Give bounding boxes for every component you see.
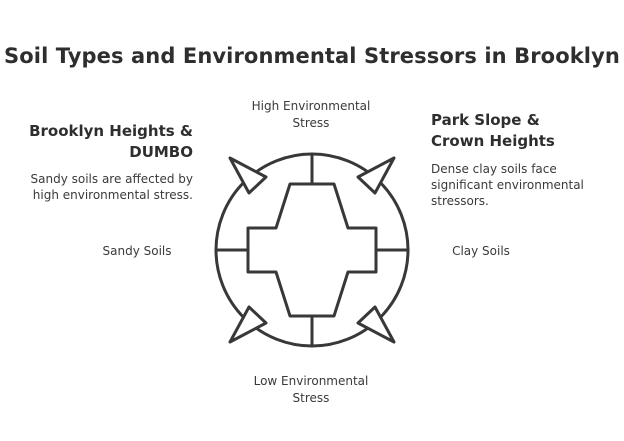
right-panel-description-line1: Dense clay soils face <box>431 162 557 176</box>
left-panel-description: Sandy soils are affected by high environ… <box>10 171 194 203</box>
axis-label-high-stress-line1: High Environmental <box>251 99 371 113</box>
right-panel-heading-line2: Crown Heights <box>431 132 555 150</box>
arrow-bottom-right <box>356 305 396 344</box>
left-panel-heading: Brooklyn Heights & DUMBO <box>10 121 193 163</box>
right-panel-description: Dense clay soils face significant enviro… <box>431 161 616 209</box>
right-panel-description-line2: significant environmental <box>431 178 584 192</box>
arrow-top-left <box>228 156 268 195</box>
axis-label-low-stress-line2: Stress <box>292 391 330 405</box>
left-panel-description-line2: high environmental stress. <box>32 188 193 202</box>
axis-label-low-stress-line1: Low Environmental <box>253 374 369 388</box>
right-panel-heading-line1: Park Slope & <box>431 111 540 129</box>
right-panel-heading: Park Slope & Crown Heights <box>431 110 616 152</box>
arrow-top-right <box>356 156 396 195</box>
right-panel-description-line3: stressors. <box>431 194 489 208</box>
diagram-title: Soil Types and Environmental Stressors i… <box>4 44 620 68</box>
axis-label-high-stress: High Environmental Stress <box>236 98 386 132</box>
left-panel-heading-line2: DUMBO <box>129 143 193 161</box>
axis-label-high-stress-line2: Stress <box>292 116 330 130</box>
left-panel-description-line1: Sandy soils are affected by <box>30 172 194 186</box>
axis-label-low-stress: Low Environmental Stress <box>236 373 386 407</box>
arrow-bottom-left <box>228 305 268 344</box>
inner-cross <box>246 182 378 318</box>
left-panel-heading-line1: Brooklyn Heights & <box>29 122 193 140</box>
axis-label-clay-soils: Clay Soils <box>452 244 510 258</box>
axis-label-sandy-soils: Sandy Soils <box>102 244 172 258</box>
